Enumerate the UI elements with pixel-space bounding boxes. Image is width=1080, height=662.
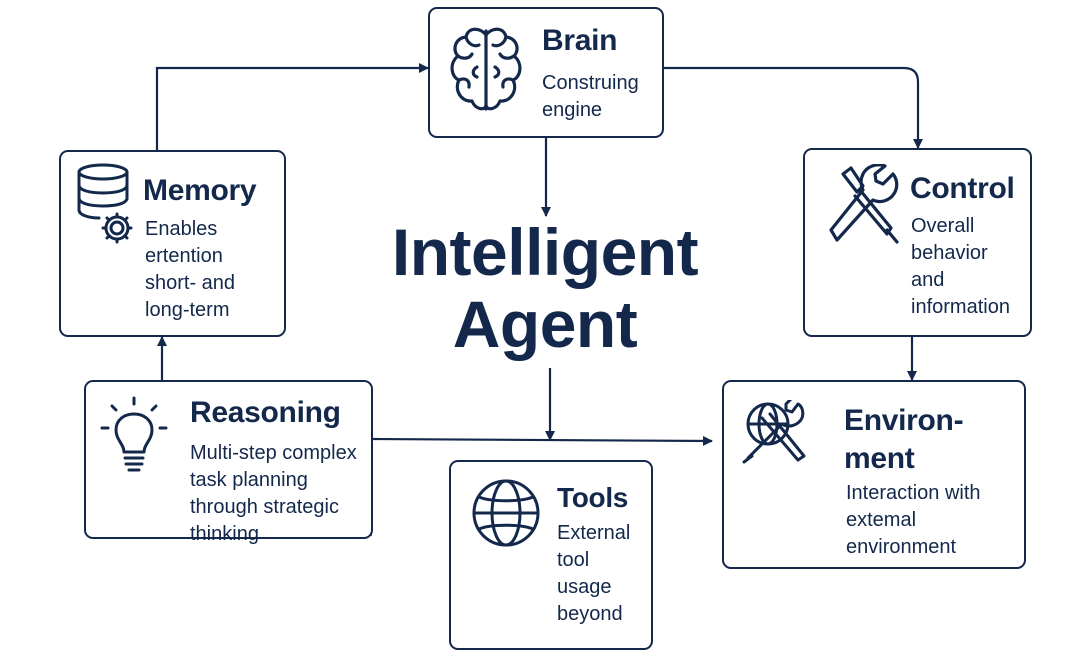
- environment-title: Environ- ment: [844, 402, 964, 478]
- memory-description: Enables ertention short- and long-term: [145, 216, 235, 324]
- tools-desc-line: External: [557, 522, 631, 544]
- environment-node[interactable]: Environ- ment Interaction with extemal e…: [722, 380, 1026, 569]
- tools-desc-line: usage: [557, 576, 612, 598]
- diagram-title: Intelligent Agent: [300, 216, 790, 360]
- environment-description: Interaction with extemal environment: [846, 480, 981, 561]
- environment-desc-line: extemal: [846, 509, 917, 531]
- arrow-memory-to-brain: [155, 63, 429, 152]
- tools-node[interactable]: Tools External tool usage beyond: [449, 460, 653, 650]
- tools-title: Tools: [557, 482, 629, 513]
- control-desc-line: Overall: [911, 215, 975, 237]
- control-desc-line: behavior: [911, 242, 988, 264]
- reasoning-description: Multi-step complex task planning through…: [190, 440, 357, 548]
- memory-desc-line: Enables: [145, 218, 218, 240]
- brain-title: Brain: [542, 24, 618, 57]
- arrow-reasoning-to-environment: [371, 435, 713, 446]
- lightbulb-icon: [100, 396, 168, 474]
- globe-icon: [471, 478, 541, 548]
- brain-description: Construing engine: [542, 70, 639, 124]
- brain-desc-line: Construing: [542, 72, 639, 94]
- memory-desc-line: ertention: [145, 245, 223, 267]
- memory-title: Memory: [143, 174, 257, 207]
- reasoning-desc-line: task planning: [190, 469, 308, 491]
- brain-icon: [446, 23, 526, 115]
- memory-node[interactable]: Memory Enables ertention short- and long…: [59, 150, 286, 337]
- reasoning-desc-line: thinking: [190, 523, 259, 545]
- control-description: Overall behavior and information: [911, 213, 1010, 321]
- control-desc-line: information: [911, 296, 1010, 318]
- database-gear-icon: [75, 162, 139, 252]
- environment-title-line: Environ-: [844, 404, 964, 437]
- reasoning-node[interactable]: Reasoning Multi-step complex task planni…: [84, 380, 373, 545]
- environment-desc-line: Interaction with: [846, 482, 981, 504]
- memory-desc-line: short- and: [145, 272, 236, 294]
- wrench-screwdriver-icon: [829, 164, 903, 244]
- environment-desc-line: environment: [846, 536, 957, 558]
- control-desc-line: and: [911, 269, 945, 291]
- tools-desc-line: beyond: [557, 603, 623, 625]
- control-title: Control: [910, 172, 1015, 205]
- brain-desc-line: engine: [542, 99, 603, 121]
- reasoning-desc-line: through strategic: [190, 496, 339, 518]
- reasoning-desc-line: Multi-step complex: [190, 442, 357, 464]
- reasoning-title: Reasoning: [190, 396, 341, 429]
- tools-description: External tool usage beyond: [557, 520, 630, 628]
- tools-desc-line: tool: [557, 549, 590, 571]
- diagram-title-line: Intelligent: [391, 215, 699, 289]
- control-node[interactable]: Control Overall behavior and information: [803, 148, 1032, 337]
- memory-desc-line: long-term: [145, 299, 230, 321]
- environment-title-line: ment: [844, 442, 915, 475]
- diagram-title-line: Agent: [452, 287, 638, 361]
- brain-node[interactable]: Brain Construing engine: [428, 7, 664, 138]
- arrow-brain-to-control: [664, 66, 923, 149]
- globe-tools-icon: [742, 400, 816, 470]
